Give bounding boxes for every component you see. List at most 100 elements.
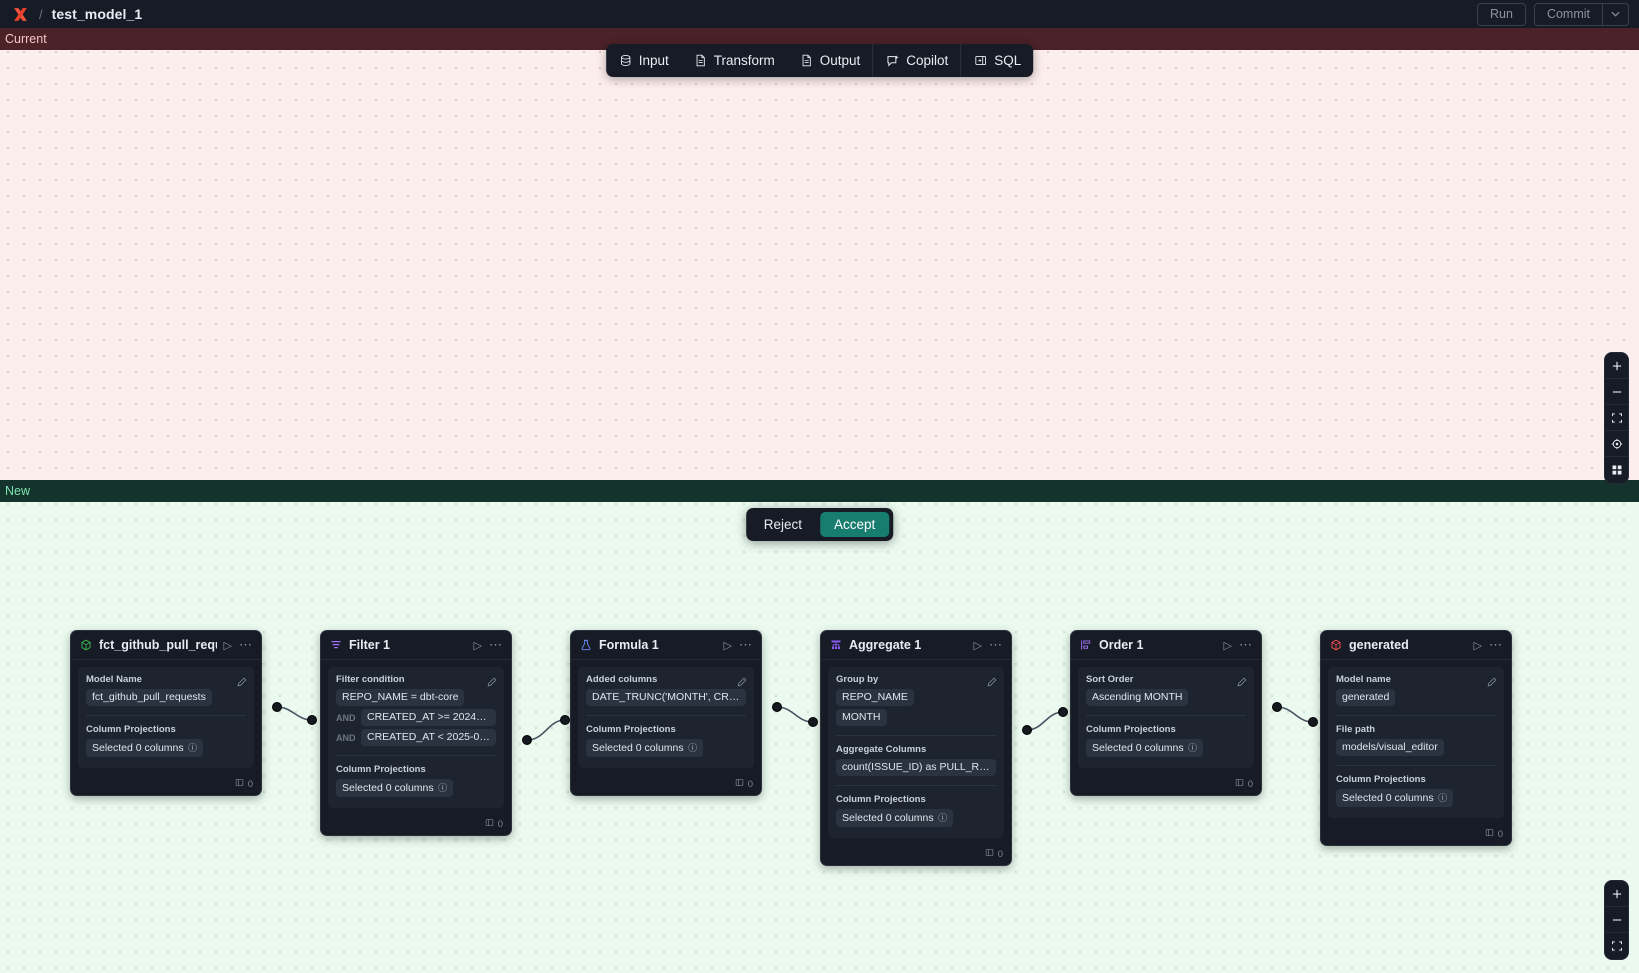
edit-pencil-icon[interactable]	[1237, 674, 1247, 692]
fit-screen-icon[interactable]	[1605, 933, 1628, 959]
zoom-in-button[interactable]	[1605, 353, 1628, 379]
file-icon	[799, 53, 814, 68]
node-header[interactable]: Aggregate 1▷⋯	[821, 631, 1011, 660]
node-menu-icon[interactable]: ⋯	[1489, 637, 1503, 652]
port-aggregate-out[interactable]	[1022, 725, 1032, 735]
zoom-in-button[interactable]	[1605, 881, 1628, 907]
value-chip-text: Ascending MONTH	[1092, 691, 1183, 703]
node-header[interactable]: generated ▷ ⋯	[1321, 631, 1511, 660]
info-icon[interactable]: ⓘ	[435, 783, 448, 793]
commit-button[interactable]: Commit	[1546, 6, 1590, 21]
node-header[interactable]: Formula 1▷⋯	[571, 631, 761, 660]
field-label: Column Projections	[1086, 715, 1246, 735]
toolbar-item-copilot[interactable]: Copilot	[872, 44, 960, 77]
pane-new[interactable]: New fct_github_pull_requests▷⋯ Model Nam…	[0, 480, 1639, 973]
info-icon[interactable]: ⓘ	[1435, 793, 1448, 803]
node-header[interactable]: fct_github_pull_requests▷⋯	[71, 631, 261, 660]
value-chip[interactable]: REPO_NAME	[836, 689, 914, 706]
toolbar-item-sql[interactable]: SQL	[960, 44, 1033, 77]
value-chip[interactable]: Selected 0 columns ⓘ	[1336, 789, 1454, 807]
filter-icon	[329, 639, 342, 652]
field-label: Column Projections	[336, 755, 496, 775]
value-chip[interactable]: Ascending MONTH	[1086, 689, 1189, 706]
info-icon[interactable]: ⓘ	[935, 813, 948, 823]
field-value-row: count(ISSUE_ID) as PULL_REQUEST_...	[836, 759, 996, 776]
run-node-icon[interactable]: ▷	[973, 639, 982, 652]
value-chip[interactable]: Selected 0 columns ⓘ	[86, 739, 204, 757]
rows-icon	[1485, 828, 1494, 840]
run-button[interactable]: Run	[1477, 2, 1526, 26]
pane-current[interactable]: Current	[0, 28, 1639, 480]
node-menu-icon[interactable]: ⋯	[489, 637, 503, 652]
target-icon[interactable]	[1605, 431, 1628, 457]
grid-icon[interactable]	[1605, 457, 1628, 483]
toolbar-label-copilot: Copilot	[906, 53, 949, 68]
port-formula-out[interactable]	[772, 702, 782, 712]
x-logo-icon[interactable]	[10, 4, 30, 24]
edit-pencil-icon[interactable]	[1487, 674, 1497, 692]
port-filter-out[interactable]	[522, 735, 532, 745]
value-chip[interactable]: count(ISSUE_ID) as PULL_REQUEST_...	[836, 759, 996, 776]
node-menu-icon[interactable]: ⋯	[239, 637, 253, 652]
run-node-icon[interactable]: ▷	[223, 639, 232, 652]
reject-button[interactable]: Reject	[750, 512, 816, 537]
value-chip-text: Selected 0 columns	[1342, 792, 1434, 804]
field-value-row: models/visual_editor	[1336, 739, 1496, 756]
value-chip-text: models/visual_editor	[1342, 741, 1438, 753]
node-title: Order 1	[1099, 638, 1144, 652]
port-generated-in[interactable]	[1308, 717, 1318, 727]
port-filter-in[interactable]	[307, 715, 317, 725]
node-menu-icon[interactable]: ⋯	[739, 637, 753, 652]
value-chip[interactable]: models/visual_editor	[1336, 739, 1444, 756]
zoom-out-button[interactable]	[1605, 907, 1628, 933]
value-chip[interactable]: fct_github_pull_requests	[86, 689, 212, 706]
port-order-in[interactable]	[1058, 707, 1068, 717]
value-chip[interactable]: CREATED_AT >= 2024-12-01	[361, 709, 496, 726]
row-count: 0	[497, 818, 503, 830]
value-chip[interactable]: CREATED_AT < 2025-03-01	[361, 729, 496, 746]
chevron-down-icon[interactable]	[1602, 3, 1628, 25]
node-header[interactable]: Order 1 ▷ ⋯	[1071, 631, 1261, 660]
port-source-out[interactable]	[272, 702, 282, 712]
edit-pencil-icon[interactable]	[987, 674, 997, 692]
node-header[interactable]: Filter 1▷⋯	[321, 631, 511, 660]
run-node-icon[interactable]: ▷	[723, 639, 732, 652]
node-source[interactable]: fct_github_pull_requests▷⋯ Model Namefct…	[70, 630, 262, 796]
port-aggregate-in[interactable]	[808, 717, 818, 727]
node-menu-icon[interactable]: ⋯	[1239, 637, 1253, 652]
edit-pencil-icon[interactable]	[737, 674, 747, 692]
value-chip[interactable]: Selected 0 columns ⓘ	[586, 739, 704, 757]
edit-pencil-icon[interactable]	[487, 674, 497, 692]
toolbar-item-output[interactable]: Output	[787, 44, 873, 77]
node-title: generated	[1349, 638, 1409, 652]
value-chip[interactable]: Selected 0 columns ⓘ	[1086, 739, 1204, 757]
zoom-out-button[interactable]	[1605, 379, 1628, 405]
port-formula-in[interactable]	[560, 715, 570, 725]
run-node-icon[interactable]: ▷	[1223, 639, 1232, 652]
value-chip[interactable]: Selected 0 columns ⓘ	[836, 809, 954, 827]
info-icon[interactable]: ⓘ	[685, 743, 698, 753]
value-chip[interactable]: MONTH	[836, 709, 887, 726]
node-menu-icon[interactable]: ⋯	[989, 637, 1003, 652]
toolbar-item-input[interactable]: Input	[606, 44, 681, 77]
run-node-icon[interactable]: ▷	[473, 639, 482, 652]
fit-screen-icon[interactable]	[1605, 405, 1628, 431]
info-icon[interactable]: ⓘ	[1185, 743, 1198, 753]
edit-pencil-icon[interactable]	[237, 674, 247, 692]
port-order-out[interactable]	[1272, 702, 1282, 712]
value-chip[interactable]: REPO_NAME = dbt-core	[336, 689, 465, 706]
info-icon[interactable]: ⓘ	[185, 743, 198, 753]
value-chip[interactable]: generated	[1336, 689, 1396, 706]
value-chip[interactable]: Selected 0 columns ⓘ	[336, 779, 454, 797]
accept-button[interactable]: Accept	[819, 512, 890, 537]
run-node-icon[interactable]: ▷	[1473, 639, 1482, 652]
value-chip[interactable]: DATE_TRUNC('MONTH', CREATED_AT...	[586, 689, 746, 706]
toolbar-item-transform[interactable]: Transform	[681, 44, 787, 77]
